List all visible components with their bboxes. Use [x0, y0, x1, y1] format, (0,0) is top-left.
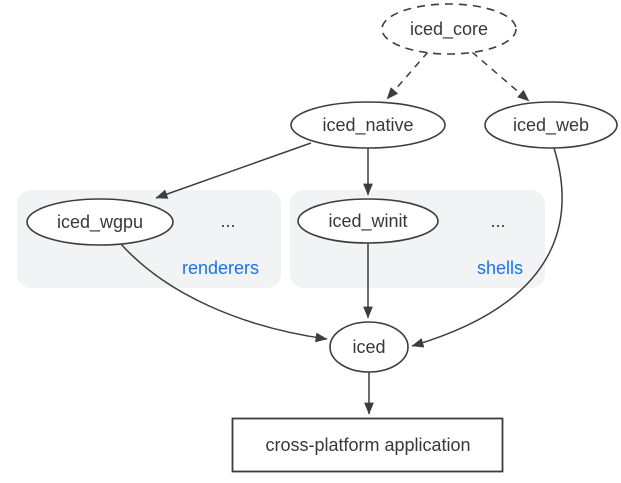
iced-native-ellipse [290, 101, 446, 149]
node-cross-platform-application: cross-platform application [231, 417, 504, 473]
iced-native-label: iced_native [322, 115, 413, 136]
node-iced-core: iced_core [381, 3, 517, 55]
iced-label: iced [352, 337, 385, 357]
edge-core-to-web [471, 51, 530, 102]
iced-web-label: iced_web [513, 115, 589, 136]
iced-web-ellipse [484, 101, 618, 149]
renderers-ellipsis: ... [220, 211, 235, 231]
edge-core-to-native [386, 51, 429, 100]
app-label: cross-platform application [265, 435, 470, 455]
iced-winit-label: iced_winit [328, 211, 407, 232]
renderers-group-label: renderers [182, 258, 259, 278]
iced-wgpu-ellipse [26, 198, 174, 246]
edge-wgpu-to-iced [120, 243, 328, 343]
iced-winit-ellipse [297, 198, 439, 244]
iced-wgpu-label: iced_wgpu [57, 212, 143, 233]
iced-core-ellipse [381, 3, 517, 55]
node-iced-web: iced_web [484, 101, 618, 149]
shells-group-label: shells [477, 258, 523, 278]
edge-web-to-iced [411, 147, 563, 348]
node-iced-native: iced_native [290, 101, 446, 149]
iced-core-label: iced_core [410, 19, 488, 40]
iced-ellipse [329, 321, 409, 373]
shells-ellipsis: ... [490, 211, 505, 231]
node-iced-winit: iced_winit [297, 198, 439, 244]
node-iced-wgpu: iced_wgpu [26, 198, 174, 246]
app-box [231, 417, 504, 473]
edge-native-to-wgpu [155, 142, 312, 199]
edges [120, 51, 563, 415]
node-iced: iced [329, 321, 409, 373]
